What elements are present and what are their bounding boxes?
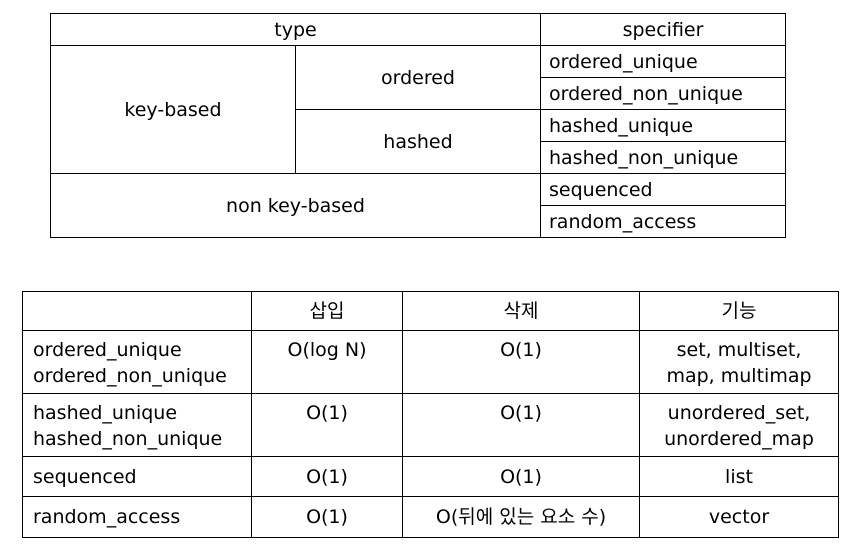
row-name: hashed_unique — [33, 402, 178, 424]
features-cell: unordered_set, unordered_map — [639, 393, 839, 457]
features-cell: list — [639, 456, 839, 497]
insert-complexity: O(1) — [251, 393, 403, 457]
erase-complexity: O(1) — [402, 456, 640, 497]
header-insert: 삽입 — [251, 291, 403, 331]
header-features: 기능 — [639, 291, 839, 331]
table-row: sequenced O(1) O(1) list — [22, 456, 839, 497]
insert-complexity: O(log N) — [251, 330, 403, 394]
row-names: hashed_unique hashed_non_unique — [22, 393, 252, 457]
row-name: ordered_unique — [33, 339, 182, 361]
specifier-sequenced: sequenced — [540, 173, 786, 206]
key-based-cell: key-based — [50, 45, 296, 174]
specifier-ordered-non-unique: ordered_non_unique — [540, 77, 786, 110]
header-erase: 삭제 — [402, 291, 640, 331]
row-name: ordered_non_unique — [33, 365, 227, 387]
insert-complexity: O(1) — [251, 496, 403, 538]
row-name: hashed_non_unique — [33, 428, 223, 450]
specifier-header: specifier — [540, 13, 786, 46]
table-row: hashed_unique hashed_non_unique O(1) O(1… — [22, 393, 839, 457]
feature-line: unordered_set, — [667, 402, 811, 424]
ordered-cell: ordered — [295, 45, 541, 110]
type-header: type — [50, 13, 541, 46]
specifier-ordered-unique: ordered_unique — [540, 45, 786, 78]
row-names: ordered_unique ordered_non_unique — [22, 330, 252, 394]
specifier-table: type specifier key-based ordered ordered… — [50, 13, 786, 238]
hashed-cell: hashed — [295, 109, 541, 174]
non-key-based-cell: non key-based — [50, 173, 541, 238]
features-cell: set, multiset, map, multimap — [639, 330, 839, 394]
feature-line: map, multimap — [666, 365, 812, 387]
feature-line: set, multiset, — [676, 339, 802, 361]
specifier-hashed-non-unique: hashed_non_unique — [540, 141, 786, 174]
table-row: ordered_unique ordered_non_unique O(log … — [22, 330, 839, 394]
insert-complexity: O(1) — [251, 456, 403, 497]
features-cell: vector — [639, 496, 839, 538]
row-name: random_access — [22, 496, 252, 538]
header-empty — [22, 291, 252, 331]
erase-complexity: O(1) — [402, 393, 640, 457]
erase-complexity: O(뒤에 있는 요소 수) — [402, 496, 640, 538]
specifier-random-access: random_access — [540, 205, 786, 238]
row-name: sequenced — [22, 456, 252, 497]
complexity-table: 삽입 삭제 기능 ordered_unique ordered_non_uniq… — [22, 291, 839, 538]
table-row: random_access O(1) O(뒤에 있는 요소 수) vector — [22, 496, 839, 538]
specifier-hashed-unique: hashed_unique — [540, 109, 786, 142]
feature-line: unordered_map — [664, 428, 814, 450]
erase-complexity: O(1) — [402, 330, 640, 394]
